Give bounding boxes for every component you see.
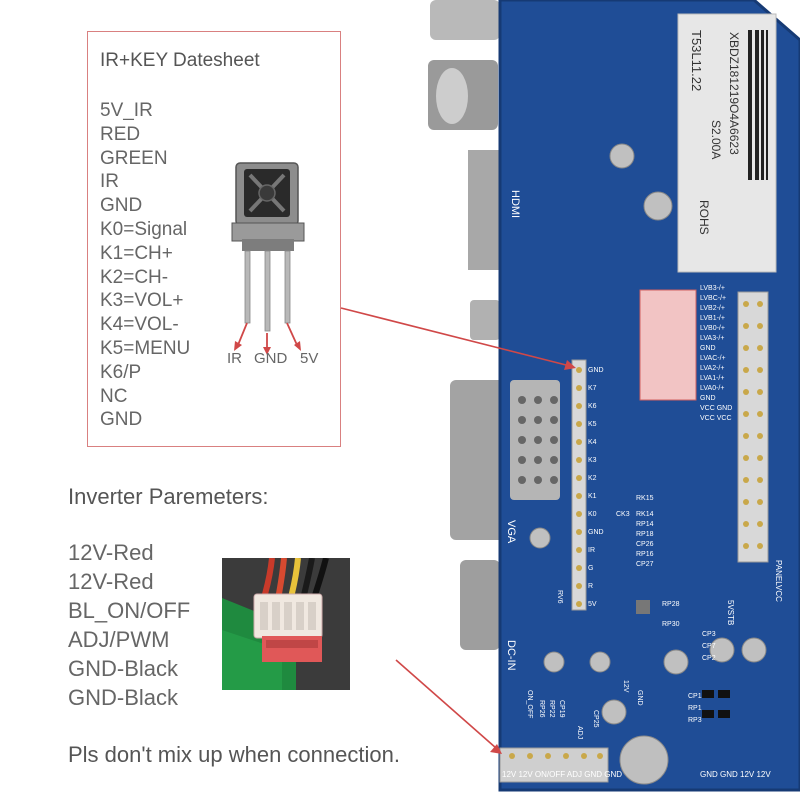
sticker-rohs: ROHS	[697, 200, 711, 235]
ir-pin-label: IR	[227, 350, 242, 367]
pin-label: NC	[100, 385, 128, 407]
inverter-header-label: 12V 12V ON/OFF ADJ GND GND	[502, 770, 622, 779]
rp3-label: RP3	[688, 717, 702, 724]
ir-header-pin: GND	[588, 529, 604, 536]
inverter-connector-photo	[222, 558, 350, 690]
dc-in-label: DC-IN	[505, 640, 517, 671]
cp19-label: CP19	[558, 700, 565, 718]
ck3-label: CK3	[616, 511, 630, 518]
inverter-item: 12V-Red	[68, 540, 154, 565]
inverter-item: ADJ/PWM	[68, 627, 170, 652]
rp28-label: RP28	[662, 601, 680, 608]
lvds-pin: LVB2-/+	[700, 305, 725, 312]
12v-label: 12V	[622, 680, 629, 693]
inverter-item: BL_ON/OFF	[68, 598, 191, 623]
ir-header-labels: GND K7 K6 K5 K4 K3 K2 K1 K0 GND IR G R 5…	[588, 367, 604, 608]
lvds-pin: GND	[700, 345, 716, 352]
pcb-board: T53L11.22 XBDZ181219O4A6623 S2.00A ROHS …	[400, 0, 800, 800]
sticker-code: XBDZ181219O4A6623	[727, 32, 741, 155]
lvds-pin: LVA1-/+	[700, 375, 724, 382]
pin-label: IR	[100, 171, 119, 193]
inverter-item: GND-Black	[68, 685, 179, 710]
pin-label: RED	[100, 123, 141, 145]
ir-header-pin: K0	[588, 511, 597, 518]
lvds-pin: LVB3-/+	[700, 285, 725, 292]
lvds-labels: LVB3-/+ LVBC-/+ LVB2-/+ LVB1-/+ LVB0-/+ …	[700, 285, 732, 422]
lvds-pin: VCC GND	[700, 405, 732, 412]
lvds-pin: LVBC-/+	[700, 295, 726, 302]
lvds-pin: LVA3-/+	[700, 335, 724, 342]
pin-label: K5=MENU	[100, 337, 191, 359]
pin-label: K0=Signal	[100, 218, 188, 240]
vga-label: VGA	[505, 520, 517, 544]
ir-key-title: IR+KEY Datesheet	[100, 50, 260, 71]
gnd-pin-label: GND	[254, 350, 288, 367]
rp1-label: RP1	[688, 705, 702, 712]
sticker-model: T53L11.22	[689, 30, 704, 91]
pin-label: K6/P	[100, 361, 142, 383]
lvds-pin: LVA2-/+	[700, 365, 724, 372]
lvds-pin: LVA0-/+	[700, 385, 724, 392]
ir-header-pin: IR	[588, 547, 595, 554]
ir-header-pin: K2	[588, 475, 597, 482]
pin-label: GND	[100, 409, 143, 431]
rp30-label: RP30	[662, 621, 680, 628]
ir-header-pin: GND	[588, 367, 604, 374]
inverter-title: Inverter Paremeters:	[68, 484, 269, 509]
pin-label: GREEN	[100, 147, 168, 169]
lvds-footer-label: GND GND 12V 12V	[700, 770, 771, 779]
rp22-label: RP22	[548, 700, 555, 718]
barcode	[748, 30, 768, 180]
ir-key-datasheet-box: IR+KEY Datesheet 5V_IR RED GREEN IR GND …	[87, 31, 341, 447]
lvds-pin: GND	[700, 395, 716, 402]
ir-header-pin: K5	[588, 421, 597, 428]
inverter-item: 12V-Red	[68, 569, 154, 594]
connection-note: Pls don't mix up when connection.	[68, 742, 400, 767]
pin-label: GND	[100, 195, 143, 217]
ir-header-pin: K3	[588, 457, 597, 464]
lvds-pin: LVAC-/+	[700, 355, 726, 362]
rp26-label: RP26	[538, 700, 545, 718]
lvds-pin: VCC VCC	[700, 415, 732, 422]
pin-label: K4=VOL-	[100, 314, 179, 336]
ir-receiver-image	[231, 162, 305, 355]
5v-pin-label: 5V	[300, 350, 319, 367]
ir-header-pin: K6	[588, 403, 597, 410]
ir-header-pin: K4	[588, 439, 597, 446]
rp14-label: RP14	[636, 521, 654, 528]
cp1-label: CP1	[688, 693, 702, 700]
sticker-rev: S2.00A	[709, 120, 723, 159]
cp3-label: CP3	[702, 631, 716, 638]
lvds-pin: LVB0-/+	[700, 325, 725, 332]
5vstb-label: 5VSTB	[726, 600, 735, 625]
ir-header-pin: G	[588, 565, 593, 572]
inverter-item: GND-Black	[68, 656, 179, 681]
rp18-label: RP18	[636, 531, 654, 538]
adj-label: ADJ	[576, 726, 583, 739]
cp27-label: CP27	[636, 561, 654, 568]
pin-label: K3=VOL+	[100, 290, 184, 312]
lvds-pin: LVB1-/+	[700, 315, 725, 322]
rk15-label: RK15	[636, 495, 654, 502]
cp26-label: CP26	[636, 541, 654, 548]
on-off-label: ON_OFF	[526, 690, 533, 718]
pin-label: K2=CH-	[100, 266, 169, 288]
cp25-label: CP25	[592, 710, 599, 728]
cp2-label: CP2	[702, 655, 716, 662]
ir-header-pin: R	[588, 583, 593, 590]
rk14-label: RK14	[636, 511, 654, 518]
ir-key-pin-list: 5V_IR RED GREEN IR GND K0=Signal K1=CH+ …	[100, 99, 190, 432]
ir-header-pin: K1	[588, 493, 597, 500]
pin-label: K1=CH+	[100, 242, 173, 264]
ir-header-pin: 5V	[588, 601, 597, 608]
rp16-label: RP16	[636, 551, 654, 558]
pin-label: 5V_IR	[100, 100, 153, 121]
hdmi-label: HDMI	[509, 190, 521, 218]
inverter-list: 12V-Red 12V-Red BL_ON/OFF ADJ/PWM GND-Bl…	[68, 538, 190, 712]
panelvcc-label: PANELVCC	[774, 560, 783, 602]
cp7-label: CP7	[702, 643, 716, 650]
gnd-label: GND	[636, 690, 643, 706]
ir-header-pin: K7	[588, 385, 597, 392]
rv6-label: RV6	[556, 590, 563, 604]
